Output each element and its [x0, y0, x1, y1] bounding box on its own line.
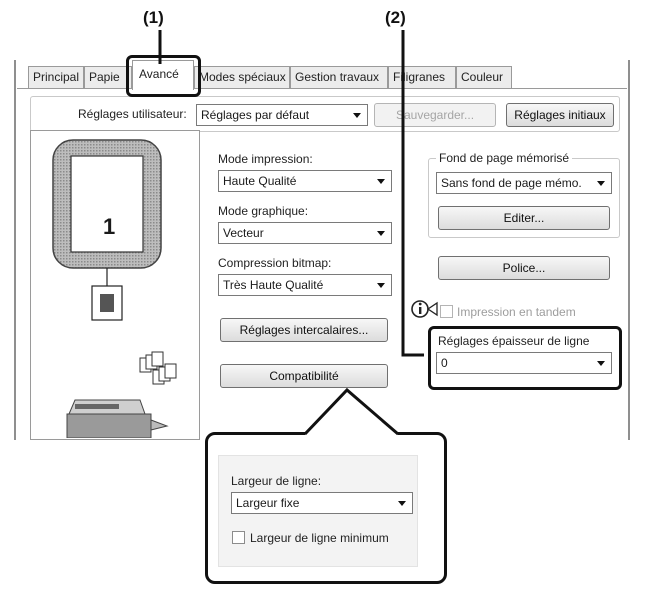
- chevron-down-icon: [353, 113, 361, 118]
- edit-button[interactable]: Editer...: [438, 206, 610, 230]
- print-mode-select[interactable]: Haute Qualité: [218, 170, 392, 192]
- tab-advanced[interactable]: Avancé: [132, 60, 194, 90]
- bitmap-compression-value: Très Haute Qualité: [223, 278, 324, 292]
- bitmap-compression-select[interactable]: Très Haute Qualité: [218, 274, 392, 296]
- chevron-down-icon: [398, 501, 406, 506]
- initial-settings-button[interactable]: Réglages initiaux: [506, 103, 614, 127]
- preview-page-number: 1: [103, 214, 116, 239]
- min-line-width-checkbox[interactable]: [232, 531, 245, 544]
- tab-job-handling[interactable]: Gestion travaux: [290, 66, 388, 88]
- chevron-down-icon: [597, 361, 605, 366]
- tab-paper[interactable]: Papie: [84, 66, 132, 88]
- info-icon[interactable]: [410, 298, 438, 320]
- line-thickness-label: Réglages épaisseur de ligne: [438, 334, 590, 348]
- overlay-group-label: Fond de page mémorisé: [436, 151, 573, 165]
- chevron-down-icon: [377, 231, 385, 236]
- line-width-value: Largeur fixe: [236, 496, 300, 510]
- overlay-value: Sans fond de page mémo.: [441, 176, 582, 190]
- tab-advanced-highlight: [126, 55, 201, 97]
- compatibility-button[interactable]: Compatibilité: [220, 364, 388, 388]
- tab-special-modes[interactable]: Modes spéciaux: [194, 66, 290, 88]
- callout-2-label: (2): [385, 8, 406, 27]
- tab-color[interactable]: Couleur: [456, 66, 512, 88]
- window-edge-right: [628, 60, 630, 440]
- graphic-mode-select[interactable]: Vecteur: [218, 222, 392, 244]
- chevron-down-icon: [377, 179, 385, 184]
- min-line-width-label: Largeur de ligne minimum: [250, 531, 389, 545]
- line-thickness-highlight: [428, 326, 622, 390]
- tab-watermarks[interactable]: Filigranes: [388, 66, 456, 88]
- line-thickness-value: 0: [441, 356, 448, 370]
- print-mode-label: Mode impression:: [218, 152, 313, 166]
- user-settings-label: Réglages utilisateur:: [78, 107, 187, 121]
- graphic-mode-value: Vecteur: [223, 226, 264, 240]
- overlay-select[interactable]: Sans fond de page mémo.: [436, 172, 612, 194]
- bitmap-compression-label: Compression bitmap:: [218, 256, 332, 270]
- print-mode-value: Haute Qualité: [223, 174, 297, 188]
- save-button[interactable]: Sauvegarder...: [374, 103, 496, 127]
- line-width-select[interactable]: Largeur fixe: [231, 492, 413, 514]
- callout-1-label: (1): [143, 8, 164, 27]
- user-settings-select[interactable]: Réglages par défaut: [196, 104, 368, 126]
- tandem-checkbox[interactable]: [440, 305, 453, 318]
- line-thickness-select[interactable]: 0: [436, 352, 612, 374]
- chevron-down-icon: [377, 283, 385, 288]
- user-settings-value: Réglages par défaut: [201, 108, 310, 122]
- preview-illustration: [52, 139, 177, 438]
- chevron-down-icon: [597, 181, 605, 186]
- window-edge-left: [14, 60, 16, 440]
- tandem-label: Impression en tandem: [457, 305, 576, 319]
- insert-settings-button[interactable]: Réglages intercalaires...: [220, 318, 388, 342]
- font-button[interactable]: Police...: [438, 256, 610, 280]
- tab-principal[interactable]: Principal: [28, 66, 84, 88]
- graphic-mode-label: Mode graphique:: [218, 204, 309, 218]
- line-width-label: Largeur de ligne:: [231, 474, 322, 488]
